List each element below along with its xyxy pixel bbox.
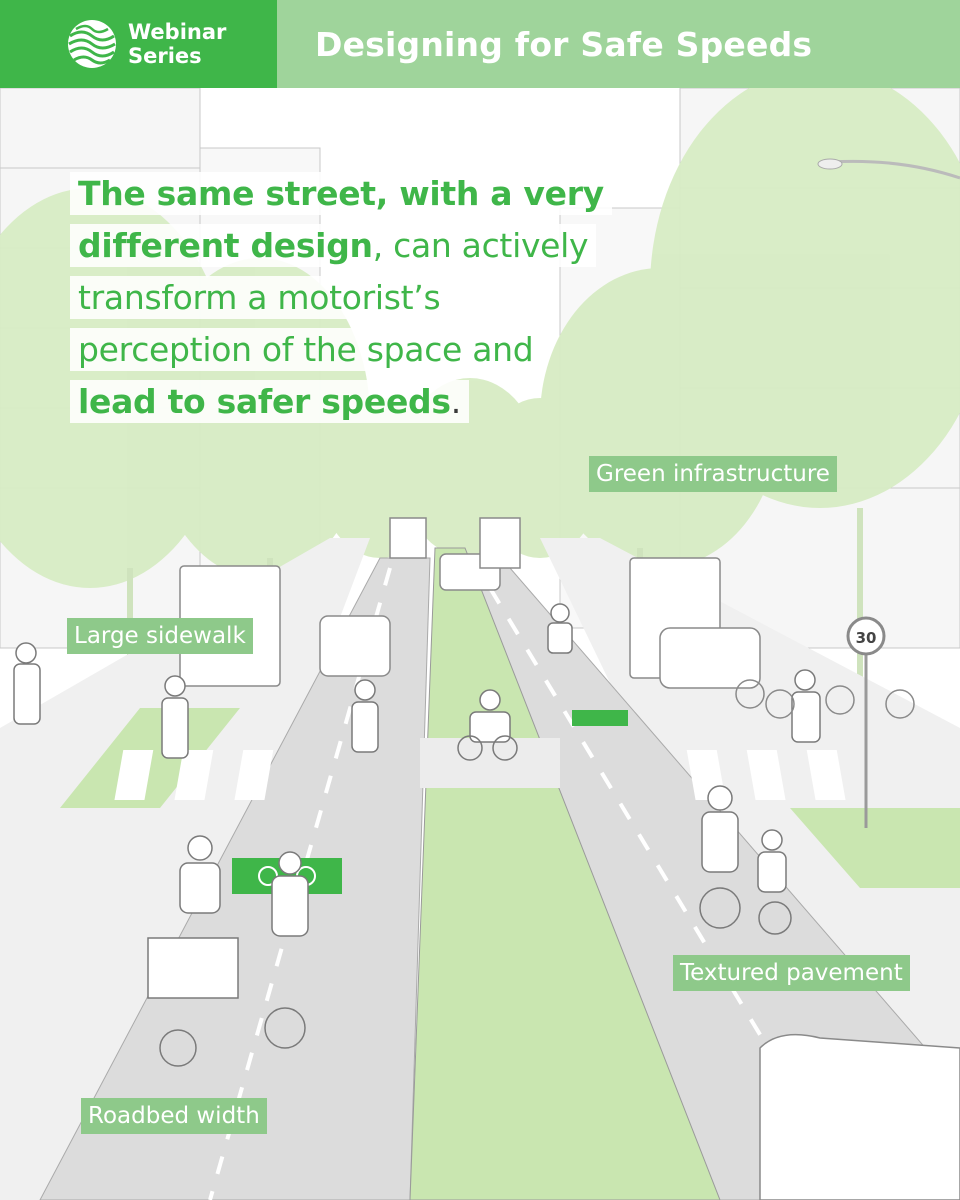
crosswalk [114, 750, 846, 800]
label-large-sidewalk: Large sidewalk [67, 618, 253, 654]
headline-bold-1: The same street, with a very [78, 174, 604, 213]
vehicles [179, 517, 960, 1200]
label-roadbed-width: Roadbed width [81, 1098, 267, 1134]
brand-text: Webinar Series [128, 20, 226, 68]
headline-text-2: , can actively [372, 226, 589, 265]
street-lamp [829, 159, 960, 180]
people [13, 603, 821, 1067]
bike-lane-symbol [572, 710, 628, 726]
brand-line-1: Webinar [128, 20, 227, 44]
headline-bold-5: lead to safer speeds [78, 382, 451, 421]
headline: The same street, with a very different d… [70, 168, 630, 428]
headline-bold-2: different design [78, 226, 373, 265]
headline-line-5: lead to safer speeds. [70, 380, 469, 423]
median-crossing [420, 738, 560, 788]
header: Webinar Series Designing for Safe Speeds [0, 0, 960, 88]
label-textured-pavement: Textured pavement [673, 955, 910, 991]
speed-limit-value: 30 [856, 629, 877, 647]
headline-period: . [450, 382, 462, 421]
page-title: Designing for Safe Speeds [315, 24, 813, 64]
headline-line-2: different design, can actively [70, 224, 597, 267]
title-bar: Designing for Safe Speeds [277, 0, 960, 88]
headline-line-4: perception of the space and [70, 328, 542, 371]
label-green-infrastructure: Green infrastructure [589, 456, 837, 492]
right-planter [790, 808, 960, 888]
globe-logo-icon [68, 20, 116, 68]
brand-line-2: Series [128, 44, 202, 68]
headline-line-1: The same street, with a very [70, 172, 612, 215]
bike-racks [735, 679, 915, 719]
speed-limit-sign [846, 616, 886, 656]
headline-line-3: transform a motorist’s [70, 276, 449, 319]
brand-block: Webinar Series [0, 0, 277, 88]
